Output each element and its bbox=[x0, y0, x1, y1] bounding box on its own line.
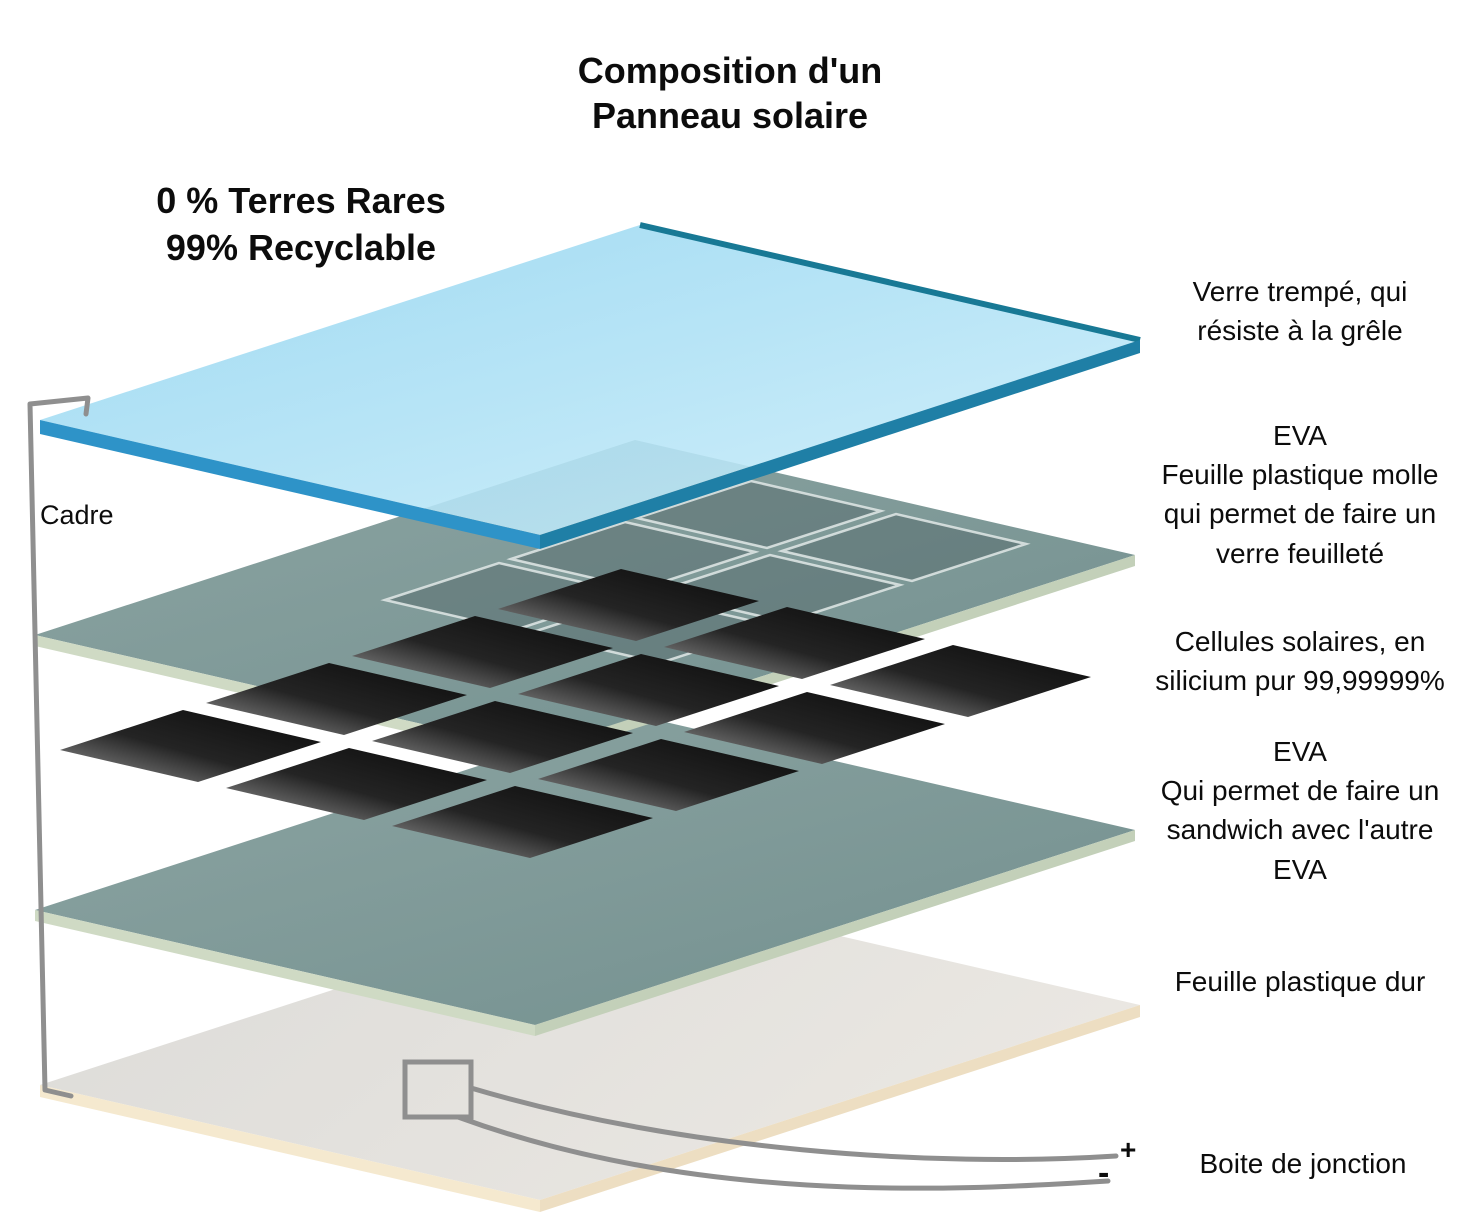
solar-cells-grid bbox=[60, 569, 1091, 858]
eva-bottom-layer bbox=[35, 715, 1135, 1036]
solar-cell bbox=[664, 607, 925, 679]
junction-wire-minus bbox=[455, 1114, 1111, 1191]
backsheet-front-edge bbox=[40, 1085, 540, 1212]
frame-label: Cadre bbox=[40, 500, 114, 530]
label-solar-cells: Cellules solaires, en silicium pur 99,99… bbox=[1155, 626, 1445, 697]
solar-cell bbox=[830, 645, 1091, 717]
label-eva-top: EVA Feuille plastique molle qui permet d… bbox=[1161, 420, 1439, 569]
glass-top-edge-line bbox=[639, 222, 1141, 343]
solar-cell bbox=[684, 692, 945, 764]
glass-top-face bbox=[40, 225, 1140, 535]
solar-cell bbox=[392, 786, 653, 858]
eva-bottom-side-edge bbox=[535, 830, 1135, 1036]
label-backsheet: Feuille plastique dur bbox=[1174, 966, 1426, 997]
label-tempered-glass: Verre trempé, qui résiste à la grêle bbox=[1192, 276, 1408, 347]
backsheet-layer bbox=[40, 890, 1140, 1212]
glass-front-edge bbox=[40, 420, 540, 549]
eva-bottom-face bbox=[35, 715, 1135, 1025]
junction-wire-plus bbox=[468, 1085, 1119, 1162]
solar-cell bbox=[538, 739, 799, 811]
solar-cell bbox=[206, 663, 467, 735]
label-eva-bottom: EVA Qui permet de faire un sandwich avec… bbox=[1160, 736, 1440, 885]
solar-cell bbox=[60, 710, 321, 782]
minus-terminal-label: - bbox=[1098, 1154, 1110, 1192]
solar-cell bbox=[226, 748, 487, 820]
rare-earth-recyclable-note: 0 % Terres Rares 99% Recyclable bbox=[156, 180, 446, 268]
solar-cell bbox=[352, 616, 613, 688]
glass-side-edge bbox=[540, 340, 1140, 549]
backsheet-side-edge bbox=[540, 1005, 1140, 1212]
page-title: Composition d'un Panneau solaire bbox=[577, 50, 883, 136]
eva-bottom-front-edge bbox=[35, 910, 535, 1036]
plus-terminal-label: + bbox=[1120, 1134, 1137, 1165]
frame-bracket-line bbox=[27, 395, 91, 1099]
reflection-square bbox=[777, 512, 1031, 583]
solar-cell bbox=[518, 654, 779, 726]
reflection-square bbox=[632, 479, 886, 550]
solar-cell bbox=[498, 569, 759, 641]
backsheet-face bbox=[40, 890, 1140, 1200]
solar-cell bbox=[372, 701, 633, 773]
label-junction-box: Boite de jonction bbox=[1199, 1148, 1407, 1179]
glass-layer bbox=[40, 222, 1141, 549]
